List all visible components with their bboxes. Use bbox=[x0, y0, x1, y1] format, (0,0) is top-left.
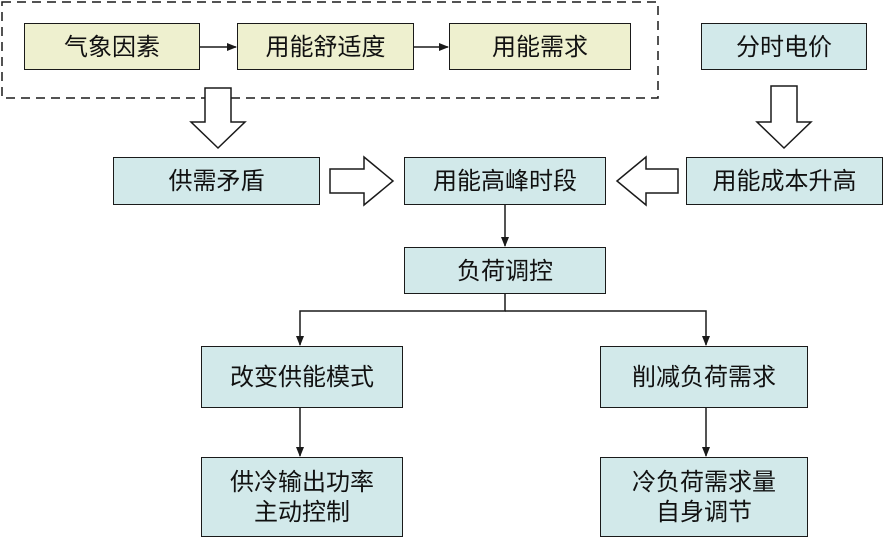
hollow-arrow-price-to-cost bbox=[755, 85, 813, 150]
node-energy-comfort: 用能舒适度 bbox=[237, 23, 414, 70]
arrow-load-control-to-cut-demand bbox=[505, 310, 710, 346]
node-peak-period: 用能高峰时段 bbox=[404, 157, 606, 205]
node-cooling-output-control: 供冷输出功率 主动控制 bbox=[201, 457, 403, 537]
node-cut-load-demand: 削减负荷需求 bbox=[600, 346, 808, 408]
dashed-group-frame bbox=[1, 1, 659, 99]
hollow-arrow-conflict-to-peak bbox=[329, 155, 395, 207]
node-supply-demand-conflict: 供需矛盾 bbox=[113, 157, 320, 205]
node-cost-increase: 用能成本升高 bbox=[686, 157, 883, 205]
node-change-supply-mode: 改变供能模式 bbox=[201, 346, 403, 408]
node-cooling-demand-self-adjust: 冷负荷需求量 自身调节 bbox=[600, 457, 808, 537]
node-tou-price: 分时电价 bbox=[701, 23, 867, 70]
arrow-load-control-to-change-mode bbox=[296, 294, 506, 346]
hollow-arrow-group-to-conflict bbox=[189, 87, 247, 150]
node-load-control: 负荷调控 bbox=[404, 247, 606, 294]
node-energy-demand: 用能需求 bbox=[449, 23, 631, 70]
hollow-arrow-cost-to-peak bbox=[615, 155, 679, 207]
node-weather-factors: 气象因素 bbox=[24, 23, 200, 70]
